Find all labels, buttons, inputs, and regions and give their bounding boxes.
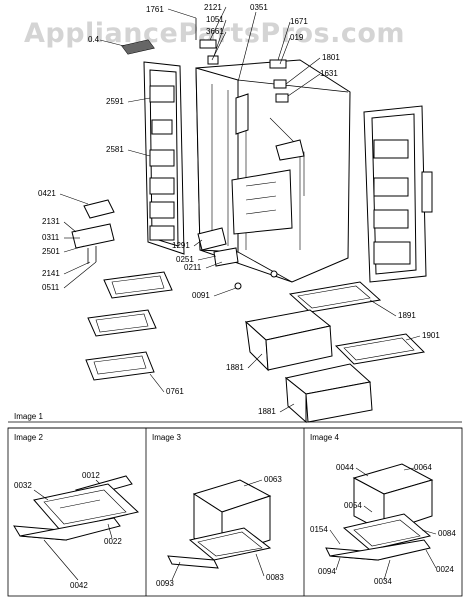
callout-1051: 1051 [206, 15, 224, 24]
callout-0064: 0064 [414, 463, 432, 472]
callout-1901: 1901 [422, 331, 440, 340]
callout-2581: 2581 [106, 145, 124, 154]
callout-0063: 0063 [264, 475, 282, 484]
caption-image-1: Image 1 [14, 412, 43, 421]
callout-0032: 0032 [14, 481, 32, 490]
callout-0311: 0311 [42, 233, 60, 242]
callout-0024: 0024 [436, 565, 454, 574]
callout-0421: 0421 [38, 189, 56, 198]
callout-0154: 0154 [310, 525, 328, 534]
callout-0054: 0054 [344, 501, 362, 510]
callout-0094: 0094 [318, 567, 336, 576]
image4-drawer [325, 463, 434, 561]
callout-1881-a: 1881 [226, 363, 244, 372]
callout-3661: 3661 [206, 27, 224, 36]
callout-0044: 0044 [336, 463, 354, 472]
callout-0091: 0091 [192, 291, 210, 300]
cabinet [195, 18, 351, 290]
callout-1761: 1761 [146, 5, 164, 14]
callout-2131: 2131 [42, 217, 60, 226]
callout-0084: 0084 [438, 529, 456, 538]
callout-0251: 0251 [176, 255, 194, 264]
callout-2501: 2501 [42, 247, 60, 256]
callout-0093: 0093 [156, 579, 174, 588]
callout-04: 0.4 [88, 35, 100, 44]
callout-0511: 0511 [42, 283, 60, 292]
caption-image-4: Image 4 [310, 433, 339, 442]
panel-frame [7, 421, 463, 597]
callout-2591: 2591 [106, 97, 124, 106]
callout-0042: 0042 [70, 581, 88, 590]
fresh-food-door [363, 105, 433, 283]
callout-0083: 0083 [266, 573, 284, 582]
freezer-door [121, 39, 185, 255]
callout-2141: 2141 [42, 269, 60, 278]
callout-019: 019 [290, 33, 304, 42]
callout-2121: 2121 [204, 3, 222, 12]
callout-0012: 0012 [82, 471, 100, 480]
callout-0211: 0211 [184, 263, 202, 272]
callout-0351: 0351 [250, 3, 268, 12]
callout-1891: 1891 [398, 311, 416, 320]
fresh-drawers [244, 281, 426, 424]
callout-1881-b: 1881 [258, 407, 276, 416]
callout-1631: 1631 [320, 69, 338, 78]
callout-0761: 0761 [166, 387, 184, 396]
main-callouts: 1761 2121 0351 1051 3661 1671 019 0.4 18… [38, 3, 440, 416]
callout-0022: 0022 [104, 537, 122, 546]
callout-1291: 1291 [172, 241, 190, 250]
small-parts [71, 199, 115, 264]
image3-drawer [167, 479, 272, 569]
callout-0034: 0034 [374, 577, 392, 586]
callout-1671: 1671 [290, 17, 308, 26]
freezer-shelves [85, 271, 173, 381]
caption-image-2: Image 2 [14, 433, 43, 442]
main-leader-lines [59, 6, 421, 413]
callout-1801: 1801 [322, 53, 340, 62]
caption-image-3: Image 3 [152, 433, 181, 442]
image2-shelf [13, 475, 140, 541]
